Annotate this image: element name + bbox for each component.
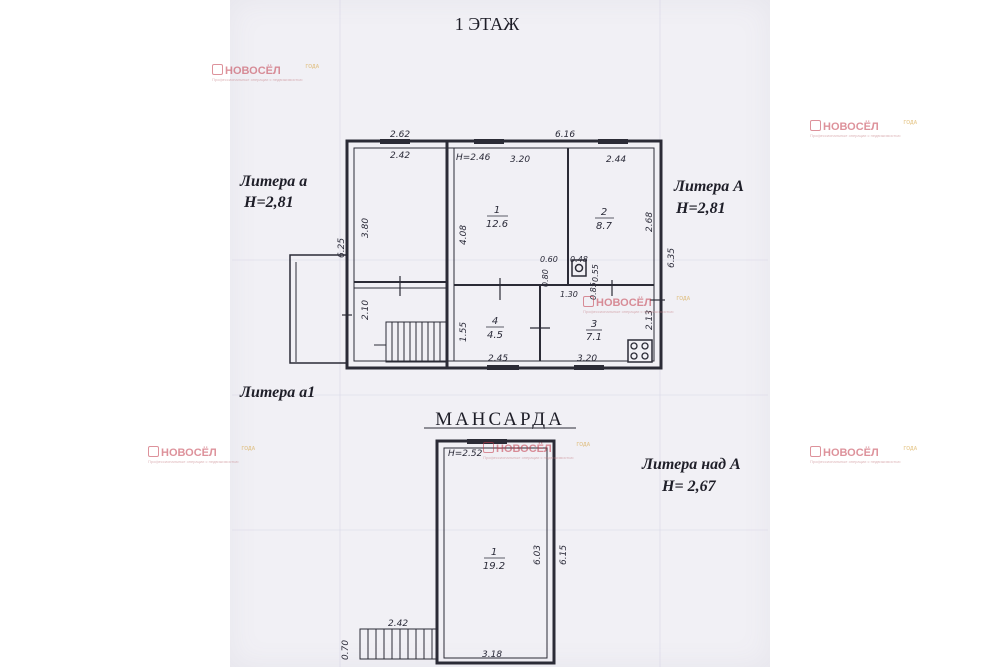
- attic-dim-right-outer: 6.15: [559, 545, 569, 565]
- cooktop-symbol: [627, 339, 653, 363]
- attic-dim-ceiling: H=2.52: [448, 449, 483, 459]
- dim-room4-height: 1.55: [459, 322, 469, 342]
- dim-top-left: 2.62: [390, 130, 410, 140]
- watermark-5: НОВОСЁЛ Профессиональные операции с недв…: [148, 446, 256, 464]
- litera-a-height: H=2,81: [243, 194, 294, 211]
- attic-litera-label: Литера над А: [641, 456, 741, 473]
- watermark-1: НОВОСЁЛ Профессиональные операции с недв…: [212, 64, 320, 82]
- room2-area: 8.7: [596, 221, 613, 232]
- attic-dim-bottom: 3.18: [482, 650, 502, 660]
- room1-number: 1: [494, 205, 500, 216]
- litera-A-label: Литера А: [673, 178, 744, 195]
- dim-top-left-inner: 2.42: [390, 151, 410, 161]
- dim-kitchen-b: 0.48: [570, 255, 588, 264]
- dim-ceiling: H=2.46: [456, 153, 491, 163]
- dim-right-outer: 6.35: [667, 248, 677, 268]
- dim-right-room2: 2.68: [645, 212, 655, 232]
- dim-kitchen-e: 1.30: [560, 290, 578, 299]
- attic-dim-stair-width: 2.42: [388, 619, 408, 629]
- attic-dim-right-inner: 6.03: [533, 545, 543, 565]
- dim-room3-height: 2.13: [645, 310, 655, 330]
- room2-number: 2: [601, 207, 607, 218]
- attic-stairs: [359, 628, 438, 660]
- dim-bottom-room3: 3.20: [577, 354, 597, 364]
- floor1-stairs: [374, 321, 449, 363]
- dim-left-stair: 2.10: [361, 300, 371, 320]
- room4-number: 4: [492, 316, 498, 327]
- dim-kitchen-c: 0.80: [541, 269, 550, 287]
- room3-area: 7.1: [586, 332, 602, 343]
- background-left: [0, 0, 230, 667]
- attic-height-label: H= 2,67: [661, 478, 717, 495]
- litera-a-label: Литера а: [239, 173, 307, 190]
- dim-kitchen-a: 0.60: [540, 255, 558, 264]
- attic-room-number: 1: [491, 547, 497, 558]
- attic-room-area: 19.2: [483, 561, 505, 572]
- dim-bottom-room4: 2.45: [488, 354, 508, 364]
- attic-dim-stair-side: 0.70: [341, 640, 351, 660]
- litera-a1-label: Литера а1: [239, 384, 315, 401]
- dim-kitchen-d: 0.55: [591, 264, 600, 282]
- dim-kitchen-f: 0.85: [589, 282, 598, 300]
- room3-number: 3: [591, 319, 597, 330]
- watermark-6: НОВОСЁЛ Профессиональные операции с недв…: [810, 446, 918, 464]
- dim-left-outer: 6.25: [337, 238, 347, 258]
- room1-area: 12.6: [486, 219, 508, 230]
- litera-A-height: H=2,81: [675, 200, 726, 217]
- watermark-2: НОВОСЁЛ Профессиональные операции с недв…: [810, 120, 918, 138]
- floor-plan-sheet: [230, 0, 770, 667]
- stove-symbol: [571, 259, 587, 277]
- floor1-title: 1 ЭТАЖ: [455, 14, 520, 34]
- dim-left-a-height: 3.80: [361, 218, 371, 238]
- watermark-3: НОВОСЁЛ Профессиональные операции с недв…: [583, 296, 691, 314]
- dim-room1-width: 3.20: [510, 155, 530, 165]
- dim-room1-height: 4.08: [459, 225, 469, 245]
- background-right: [770, 0, 1000, 667]
- dim-room2-width: 2.44: [606, 155, 626, 165]
- floor1-windows: [380, 139, 628, 370]
- watermark-4: НОВОСЁЛ Профессиональные операции с недв…: [483, 442, 591, 460]
- room4-area: 4.5: [487, 330, 503, 341]
- attic-title: МАНСАРДА: [435, 409, 565, 430]
- attic-window: [467, 439, 507, 444]
- dim-top-right: 6.16: [555, 130, 575, 140]
- door-marks: [342, 276, 665, 329]
